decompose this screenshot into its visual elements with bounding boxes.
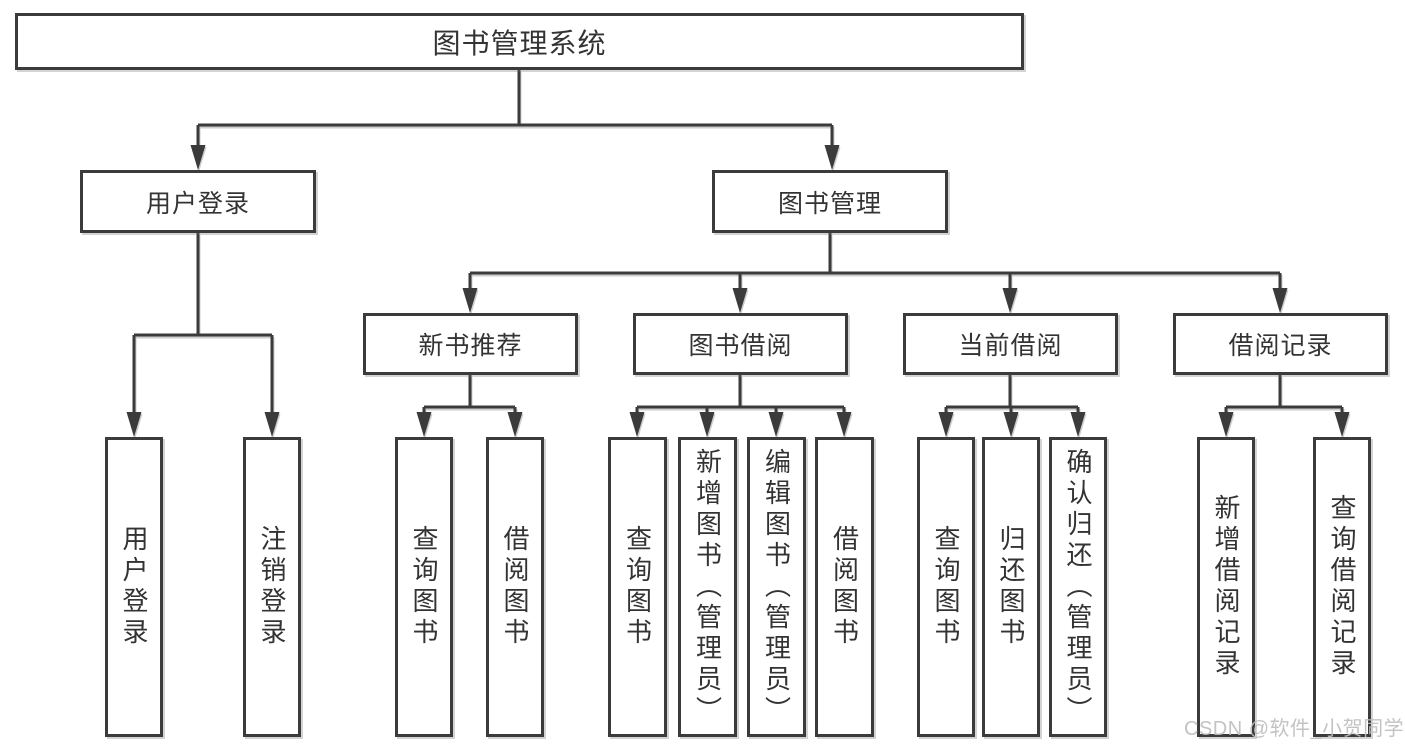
- leaf-newbook-borrow: 借阅图书: [486, 437, 544, 737]
- leaf-current-query: 查询图书: [917, 437, 975, 737]
- node-user-login: 用户登录: [80, 170, 316, 233]
- csdn-watermark: CSDN @软件_小贺同学: [1184, 718, 1405, 740]
- node-new-book-recommend: 新书推荐: [363, 313, 578, 375]
- leaf-borrow-query: 查询图书: [608, 437, 667, 737]
- node-new-book-recommend-label: 新书推荐: [418, 332, 523, 360]
- node-borrow-record: 借阅记录: [1173, 313, 1388, 375]
- leaf-record-query-label: 查询借阅记录: [1327, 494, 1357, 680]
- connector-current-borrow-children: [938, 375, 1086, 437]
- node-book-management: 图书管理: [712, 170, 948, 233]
- leaf-current-query-label: 查询图书: [931, 525, 961, 649]
- leaf-newbook-borrow-label: 借阅图书: [500, 525, 530, 649]
- leaf-record-add: 新增借阅记录: [1197, 437, 1255, 737]
- leaf-borrow-add-admin-label: 新增图书（管理员）: [692, 447, 723, 727]
- leaf-user-login-label: 用户登录: [119, 525, 149, 649]
- leaf-borrow-edit-admin-label: 编辑图书（管理员）: [761, 447, 792, 727]
- connector-user-login-children: [126, 233, 280, 437]
- node-borrow-record-label: 借阅记录: [1228, 332, 1333, 360]
- connector-book-management-modules: [462, 233, 1288, 313]
- leaf-borrow-add-admin: 新增图书（管理员）: [678, 437, 737, 737]
- node-current-borrow-label: 当前借阅: [958, 332, 1063, 360]
- leaf-newbook-query: 查询图书: [395, 437, 453, 737]
- node-user-login-label: 用户登录: [145, 189, 250, 218]
- connector-borrow-record-children: [1218, 375, 1350, 437]
- leaf-current-return-label: 归还图书: [996, 525, 1026, 649]
- connector-new-book-children: [416, 375, 523, 437]
- leaf-current-confirm-admin-label: 确认归还（管理员）: [1063, 447, 1093, 727]
- leaf-borrow-borrow: 借阅图书: [815, 437, 874, 737]
- leaf-logout-label: 注销登录: [257, 525, 287, 649]
- leaf-borrow-edit-admin: 编辑图书（管理员）: [747, 437, 806, 737]
- node-system-root: 图书管理系统: [15, 13, 1024, 70]
- leaf-logout: 注销登录: [243, 437, 301, 737]
- leaf-newbook-query-label: 查询图书: [409, 525, 439, 649]
- node-book-management-label: 图书管理: [777, 189, 882, 218]
- leaf-current-confirm-admin: 确认归还（管理员）: [1049, 437, 1107, 737]
- leaf-borrow-borrow-label: 借阅图书: [829, 525, 860, 649]
- leaf-record-add-label: 新增借阅记录: [1211, 494, 1241, 680]
- connector-root-to-branches: [190, 70, 840, 170]
- leaf-user-login: 用户登录: [105, 437, 163, 737]
- node-book-borrow-label: 图书借阅: [688, 332, 793, 360]
- node-current-borrow: 当前借阅: [903, 313, 1118, 375]
- leaf-record-query: 查询借阅记录: [1313, 437, 1371, 737]
- node-book-borrow: 图书借阅: [633, 313, 848, 375]
- node-system-root-label: 图书管理系统: [432, 27, 607, 59]
- leaf-borrow-query-label: 查询图书: [622, 525, 653, 649]
- connector-book-borrow-children: [629, 375, 852, 437]
- leaf-current-return: 归还图书: [982, 437, 1040, 737]
